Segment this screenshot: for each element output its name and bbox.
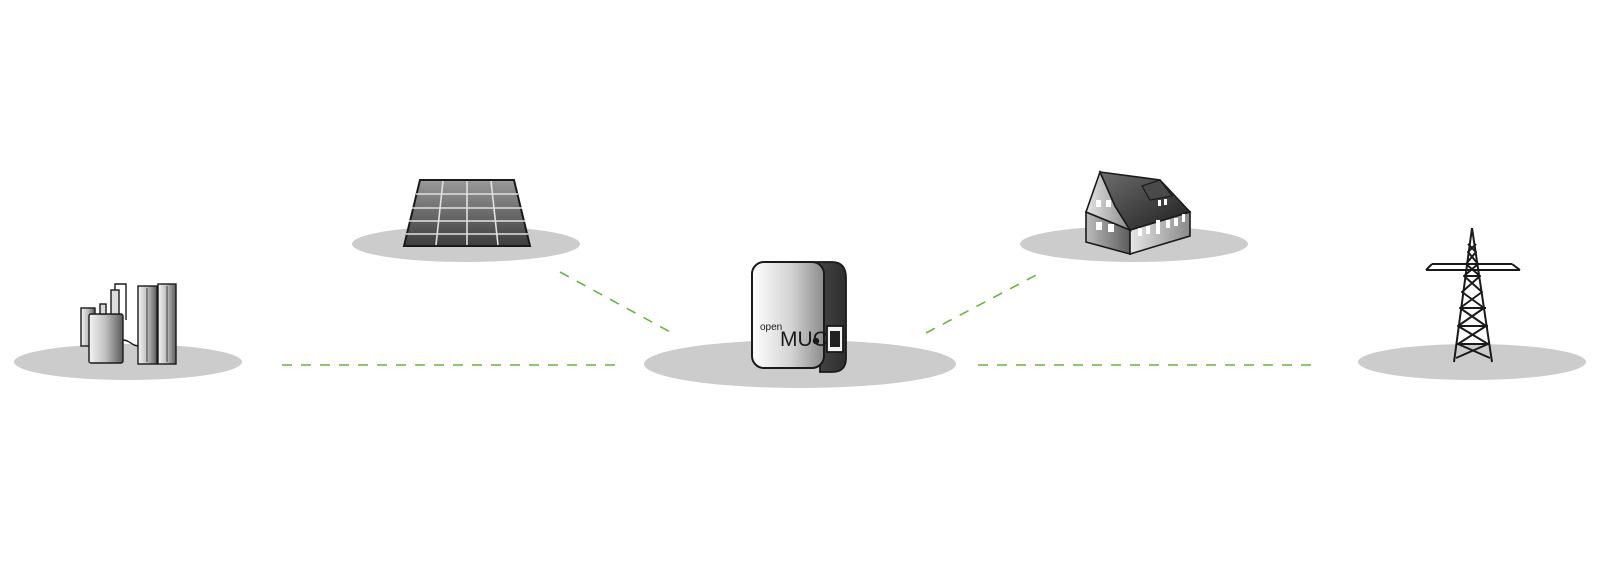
platform-pylon — [1358, 344, 1586, 380]
house-icon — [1084, 169, 1192, 256]
platform-chp — [14, 344, 242, 380]
connector-lines — [282, 271, 1318, 366]
chp-plant-icon — [80, 283, 177, 365]
connector-solar-to-gateway — [559, 271, 673, 334]
gateway-device-icon: open MUC — [751, 261, 847, 373]
device-brand-main: MUC — [780, 328, 828, 351]
device-brand-prefix: open — [760, 322, 782, 333]
power-led — [812, 337, 820, 345]
solar-panel-icon — [402, 179, 532, 247]
power-pylon-icon — [1425, 227, 1521, 363]
connector-gateway-to-house — [925, 271, 1043, 334]
